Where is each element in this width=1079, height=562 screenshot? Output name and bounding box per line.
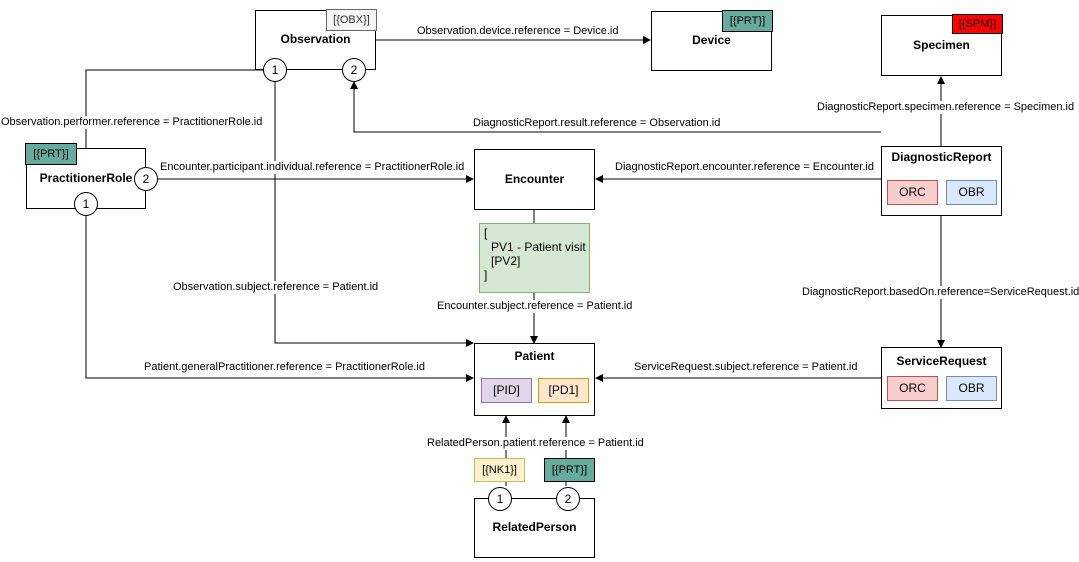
practitioner-role-port-2[interactable]: 2 <box>134 167 158 191</box>
diagnostic-report-node[interactable]: DiagnosticReport ORC OBR <box>881 146 1002 216</box>
observation-obx-tag: [{OBX}] <box>326 9 377 31</box>
related-person-nk1-tag: [{NK1}] <box>474 458 525 482</box>
service-request-title: ServiceRequest <box>896 354 987 368</box>
encounter-segments-note: [ PV1 - Patient visit [PV2] ] <box>479 223 590 293</box>
label-dr-result: DiagnosticReport.result.reference = Obse… <box>473 117 721 130</box>
service-request-obr-segment: OBR <box>946 376 997 401</box>
label-sr-subject: ServiceRequest.subject.reference = Patie… <box>634 361 858 374</box>
note-line-open: [ <box>484 226 488 240</box>
specimen-title: Specimen <box>913 38 970 52</box>
patient-title: Patient <box>514 349 555 363</box>
patient-pd1-segment: [PD1] <box>538 378 589 403</box>
device-prt-tag: [{PRT}] <box>722 10 773 32</box>
related-person-title: RelatedPerson <box>492 520 577 534</box>
encounter-node[interactable]: Encounter <box>474 149 595 210</box>
related-person-port-2[interactable]: 2 <box>556 487 580 511</box>
specimen-spm-tag: [{SPM}] <box>952 14 1003 34</box>
note-line-pv2: [PV2] <box>491 254 521 268</box>
label-dr-basedon: DiagnosticReport.basedOn.reference=Servi… <box>802 286 1079 299</box>
label-pat-gp: Patient.generalPractitioner.reference = … <box>144 361 425 374</box>
device-node[interactable]: Device [{PRT}] <box>651 10 773 71</box>
label-obs-subject: Observation.subject.reference = Patient.… <box>173 281 379 294</box>
related-person-port-1[interactable]: 1 <box>488 487 512 511</box>
related-person-prt-tag: [{PRT}] <box>544 458 595 482</box>
diagnostic-report-obr-segment: OBR <box>946 180 997 205</box>
label-obs-device: Observation.device.reference = Device.id <box>417 25 619 38</box>
label-dr-specimen: DiagnosticReport.specimen.reference = Sp… <box>817 101 1075 114</box>
label-enc-subject: Encounter.subject.reference = Patient.id <box>437 300 633 313</box>
practitioner-role-title: PractitionerRole <box>39 171 133 185</box>
observation-title: Observation <box>280 32 351 46</box>
service-request-node[interactable]: ServiceRequest ORC OBR <box>881 347 1002 409</box>
edge-pat-gp <box>85 216 474 382</box>
note-line-pv1: PV1 - Patient visit <box>491 240 586 254</box>
patient-node[interactable]: Patient [PID] [PD1] <box>474 343 595 416</box>
observation-port-1[interactable]: 1 <box>263 58 287 82</box>
practitioner-role-port-1[interactable]: 1 <box>74 192 98 216</box>
label-obs-performer: Observation.performer.reference = Practi… <box>1 116 263 129</box>
patient-pid-segment: [PID] <box>481 378 532 403</box>
specimen-node[interactable]: Specimen [{SPM}] <box>881 14 1003 76</box>
device-title: Device <box>692 33 731 47</box>
service-request-orc-segment: ORC <box>887 376 938 401</box>
note-line-close: ] <box>484 268 488 282</box>
label-rp-patient: RelatedPerson.patient.reference = Patien… <box>427 437 644 450</box>
label-dr-encounter: DiagnosticReport.encounter.reference = E… <box>615 161 874 174</box>
observation-port-2[interactable]: 2 <box>342 58 366 82</box>
diagnostic-report-orc-segment: ORC <box>887 180 938 205</box>
diagnostic-report-title: DiagnosticReport <box>891 150 992 164</box>
edge-dr-result <box>350 81 881 133</box>
encounter-title: Encounter <box>504 172 565 186</box>
practitioner-role-prt-tag: [{PRT}] <box>25 143 77 165</box>
label-enc-participant: Encounter.participant.individual.referen… <box>160 161 465 174</box>
